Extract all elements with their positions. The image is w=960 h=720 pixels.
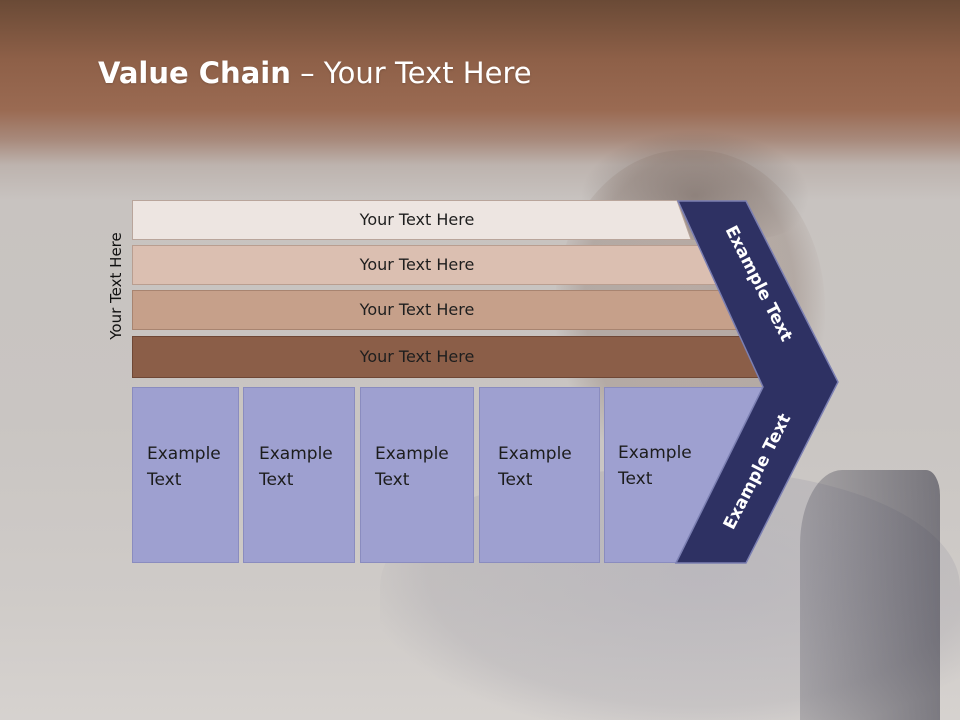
support-bar-4-label: Your Text Here <box>359 347 475 366</box>
support-bar-4: Your Text Here <box>132 336 764 378</box>
support-bar-3-label: Your Text Here <box>359 300 475 319</box>
support-bar-1: Your Text Here <box>132 200 692 240</box>
support-bar-2-label: Your Text Here <box>359 255 475 274</box>
slide-title-rest: – Your Text Here <box>290 56 532 90</box>
support-bar-1-shape <box>132 200 692 240</box>
support-bar-1-label: Your Text Here <box>359 210 475 229</box>
slide-title-bold: Value Chain <box>98 56 291 90</box>
slide-title: Value Chain – Your Text Here <box>98 56 532 90</box>
margin-chevron-shape <box>674 200 839 564</box>
